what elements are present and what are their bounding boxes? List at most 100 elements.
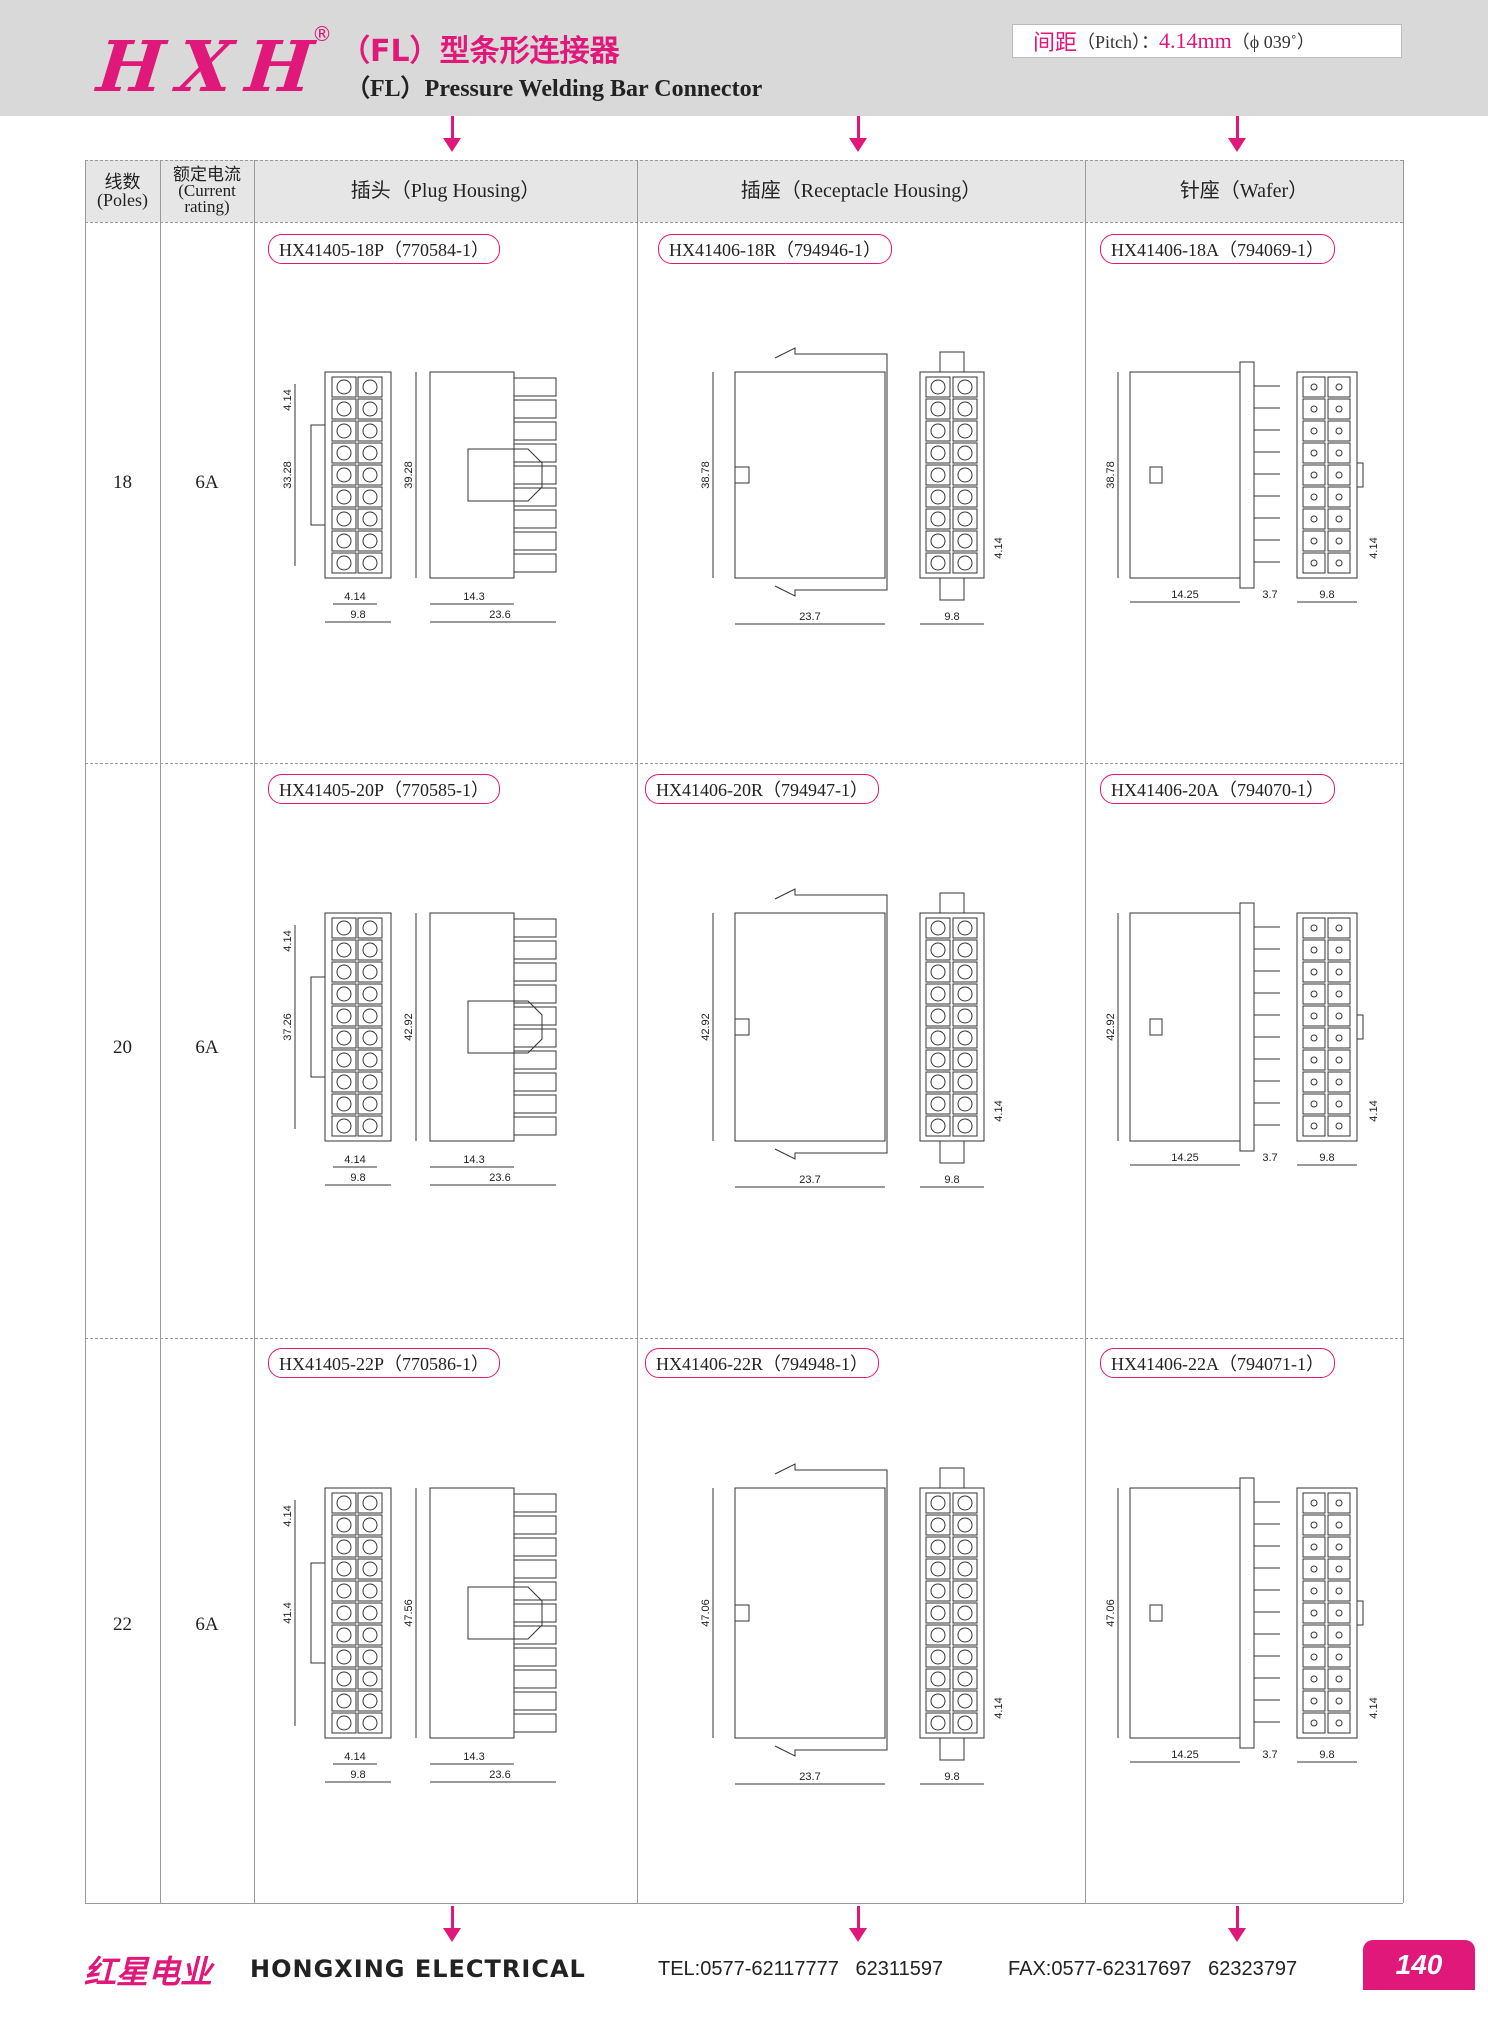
pin-cavity xyxy=(357,1005,383,1027)
pin-cavity xyxy=(952,1668,978,1690)
pin-hole xyxy=(1335,383,1343,391)
pin-hole xyxy=(930,920,946,936)
pin-hole xyxy=(1310,405,1318,413)
pin-hole xyxy=(336,986,352,1002)
pin-cavity xyxy=(1327,917,1351,939)
dimension-label: 9.8 xyxy=(944,611,959,623)
pin-hole xyxy=(362,1715,378,1731)
pin-hole xyxy=(1310,427,1318,435)
wafer-part-label: HX41406-20A（794070-1） xyxy=(1100,774,1335,804)
pin-cavity xyxy=(357,530,383,552)
dimension-label: 23.7 xyxy=(799,1174,820,1186)
pin-cavity xyxy=(1327,530,1351,552)
plug-part-label: HX41405-20P（770585-1） xyxy=(268,774,500,804)
pin-cavity xyxy=(1302,917,1326,939)
pin-hole xyxy=(930,1118,946,1134)
wire-lead xyxy=(513,1050,557,1070)
receptacle-latch xyxy=(774,888,888,1160)
receptacle-side-outline xyxy=(734,912,886,1142)
pin-hole xyxy=(930,1096,946,1112)
pin-cavity xyxy=(331,1093,357,1115)
row-poles: 18 xyxy=(113,472,132,493)
pin-hole xyxy=(1310,946,1318,954)
pitch-value: 4.14mm xyxy=(1159,28,1232,53)
pin-cavity xyxy=(925,376,951,398)
wafer-part-label: HX41406-18A（794069-1） xyxy=(1100,234,1335,264)
pin-cavity xyxy=(1302,398,1326,420)
pin-cavity xyxy=(925,398,951,420)
pin-hole xyxy=(362,467,378,483)
divider xyxy=(85,1338,1403,1339)
header-poles: 线数 (Poles) xyxy=(97,172,148,210)
pin-hole xyxy=(957,401,973,417)
divider xyxy=(1403,160,1404,1903)
pin-hole xyxy=(957,1671,973,1687)
pin-cavity xyxy=(1302,1580,1326,1602)
pin-cavity xyxy=(1327,442,1351,464)
pin-hole xyxy=(1310,1675,1318,1683)
pin-cavity xyxy=(925,1536,951,1558)
pin-cavity xyxy=(952,1115,978,1137)
pin-hole xyxy=(336,1096,352,1112)
pin-hole xyxy=(362,964,378,980)
dimension-label: 4.14 xyxy=(1368,537,1380,558)
pin-cavity xyxy=(952,464,978,486)
receptacle-latch xyxy=(774,347,888,597)
pin-hole xyxy=(957,964,973,980)
pin-hole xyxy=(336,511,352,527)
pin-cavity xyxy=(357,1580,383,1602)
pin-hole xyxy=(1335,1499,1343,1507)
dimension-label: 39.28 xyxy=(403,461,415,489)
pin-hole xyxy=(930,1693,946,1709)
dimension-label: 4.14 xyxy=(1368,1100,1380,1121)
wire-lead xyxy=(513,399,557,419)
wire-lead xyxy=(513,1116,557,1136)
wire-lead xyxy=(513,1006,557,1026)
pin-cavity xyxy=(925,917,951,939)
pin-hole xyxy=(1310,1609,1318,1617)
pitch-label-cn: 间距 xyxy=(1033,30,1078,55)
pin-cavity xyxy=(1327,1624,1351,1646)
divider xyxy=(637,160,638,1903)
pin-cavity xyxy=(357,508,383,530)
pin-hole xyxy=(1310,1697,1318,1705)
pin-cavity xyxy=(952,1514,978,1536)
wire-lead xyxy=(513,1515,557,1535)
pin-cavity xyxy=(1302,464,1326,486)
pin-hole xyxy=(930,555,946,571)
pin-cavity xyxy=(331,1005,357,1027)
pin-cavity xyxy=(331,1580,357,1602)
plug-side-outline xyxy=(429,1487,515,1739)
pin-hole xyxy=(1335,990,1343,998)
wire-lead xyxy=(513,377,557,397)
pin-hole xyxy=(336,423,352,439)
pin-hole xyxy=(336,445,352,461)
title-english: （FL）Pressure Welding Bar Connector xyxy=(346,76,763,102)
wafer-side-outline xyxy=(1129,912,1241,1142)
pin-cavity xyxy=(925,1690,951,1712)
pin-hole xyxy=(336,1495,352,1511)
dimension-label: 3.7 xyxy=(1262,1749,1277,1761)
pin-cavity xyxy=(925,464,951,486)
pin-cavity xyxy=(1327,1646,1351,1668)
pin-hole xyxy=(1335,493,1343,501)
latch-window xyxy=(734,1604,750,1622)
pin-hole xyxy=(336,467,352,483)
pin-hole xyxy=(957,555,973,571)
pin-cavity xyxy=(952,1536,978,1558)
pin-hole xyxy=(362,1118,378,1134)
pin-cavity xyxy=(331,486,357,508)
latch-window xyxy=(734,1018,750,1036)
pin-cavity xyxy=(952,1093,978,1115)
pin-hole xyxy=(336,1074,352,1090)
pin-cavity xyxy=(357,1536,383,1558)
pin-hole xyxy=(1335,1521,1343,1529)
receptacle-latch xyxy=(774,1463,888,1757)
pin-hole xyxy=(362,489,378,505)
pin-hole xyxy=(957,445,973,461)
pin-hole xyxy=(336,533,352,549)
pin-cavity xyxy=(357,442,383,464)
wafer-front-outline xyxy=(1296,1487,1358,1739)
pin-hole xyxy=(336,1052,352,1068)
dimension-label: 33.28 xyxy=(282,461,294,489)
